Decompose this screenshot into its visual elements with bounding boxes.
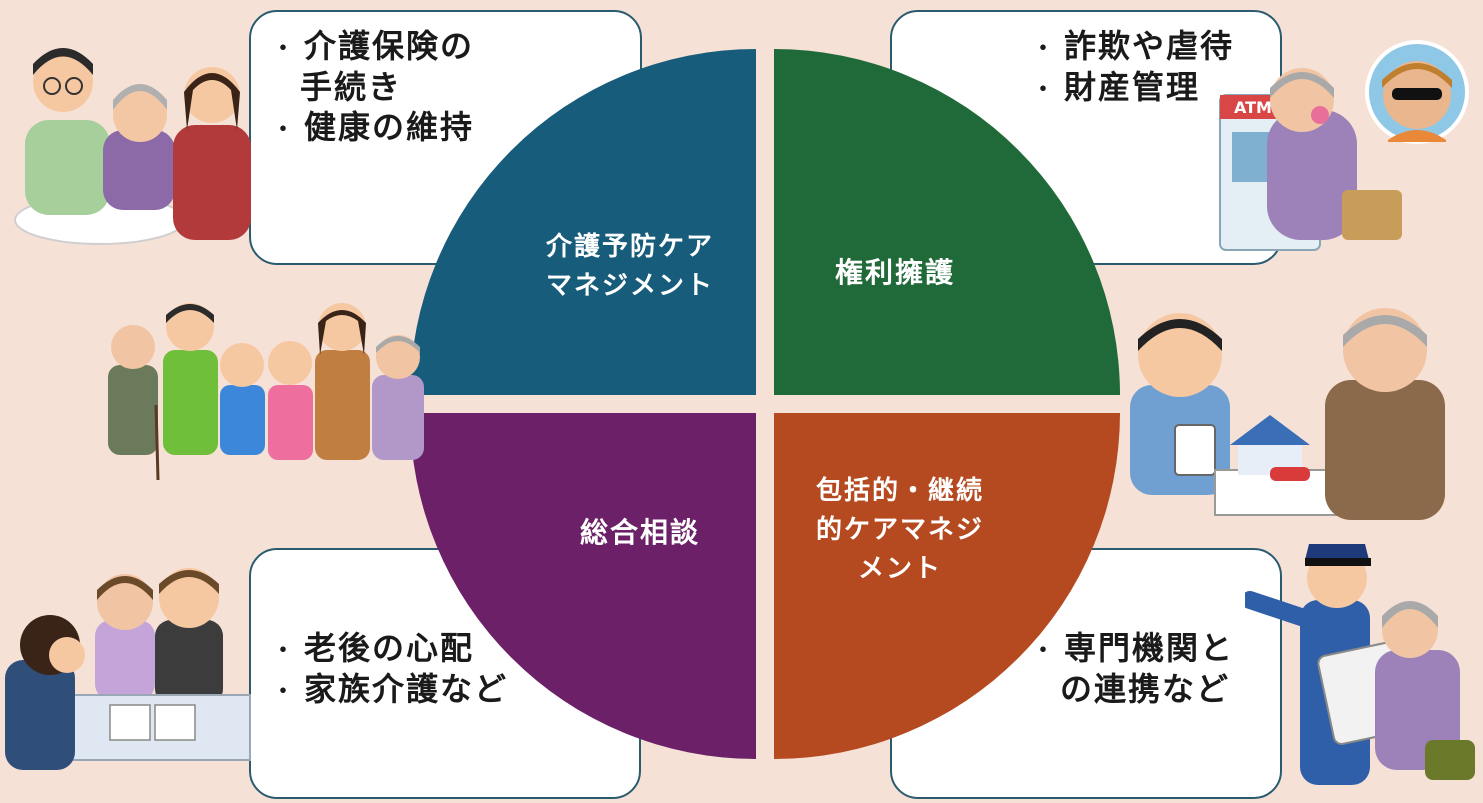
label-general-consultation: 総合相談 <box>579 516 700 549</box>
bullet-mark: ・ <box>270 636 299 666</box>
card-item: 介護保険の <box>304 27 475 65</box>
label-rights-advocacy: 権利擁護 <box>834 256 955 289</box>
card-text-agency-coordination: ・専門機関と の連携など <box>1030 628 1234 709</box>
card-item: 詐欺や虐待 <box>1064 27 1235 65</box>
card-item: 専門機関と <box>1064 629 1235 667</box>
quadrant-general-consultation <box>410 413 756 759</box>
caregivers-with-elderly-icon <box>14 48 251 245</box>
police-officer-guiding-elderly-icon <box>1245 544 1475 785</box>
quadrant-rights-advocacy <box>774 49 1120 395</box>
label-line: 的ケアマネジ <box>815 515 984 545</box>
label-line: メント <box>857 554 942 584</box>
bullet-mark: ・ <box>270 676 299 707</box>
bullet-mark: ・ <box>1030 74 1059 105</box>
card-item: 手続き <box>300 67 403 106</box>
four-quadrant-circle <box>410 49 1120 759</box>
label-care-prevention: 介護予防ケア マネジメント <box>525 228 735 306</box>
atm-phone-scam-icon: ATM <box>1219 40 1469 251</box>
card-text-care-procedures: ・介護保険の 手続き ・健康の維持 <box>270 26 474 148</box>
atm-sign: ATM <box>1234 98 1272 117</box>
label-line: 包括的・継続 <box>815 476 984 506</box>
card-item: の連携など <box>1060 669 1231 708</box>
card-item: 財産管理 <box>1064 67 1201 106</box>
quadrant-care-prevention <box>410 49 756 395</box>
label-line: 介護予防ケア <box>545 232 714 262</box>
counseling-desk-icon <box>5 568 251 770</box>
bullet-mark: ・ <box>1030 636 1059 666</box>
card-item: 健康の維持 <box>304 108 475 147</box>
card-item: 家族介護など <box>304 669 509 708</box>
card-text-fraud-abuse: ・詐欺や虐待 ・財産管理 <box>1030 26 1234 107</box>
bullet-mark: ・ <box>1030 34 1059 64</box>
bullet-mark: ・ <box>270 115 299 146</box>
multigenerational-family-icon <box>108 303 424 481</box>
card-item: 老後の心配 <box>304 629 475 667</box>
bullet-mark: ・ <box>270 34 299 64</box>
label-line: マネジメント <box>545 271 714 301</box>
label-continuous-care: 包括的・継続 的ケアマネジ メント <box>790 472 1010 589</box>
card-text-aging-worries: ・老後の心配 ・家族介護など <box>270 628 508 709</box>
quadrant-continuous-care <box>774 413 1120 759</box>
property-consultation-icon <box>1130 308 1445 520</box>
